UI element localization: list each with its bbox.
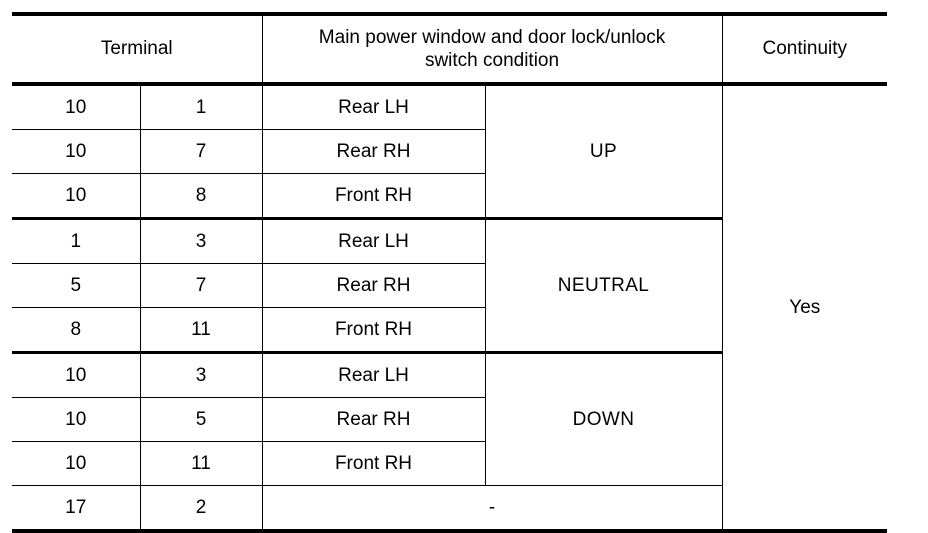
table-header: Terminal Main power window and door lock… [12, 12, 888, 86]
switch-condition-up: UP [484, 83, 723, 219]
header-switch-condition-line2: switch condition [424, 50, 560, 71]
door-value: Rear RH [261, 129, 485, 174]
door-value: Front RH [261, 173, 485, 219]
switch-condition-none: - [261, 485, 723, 533]
terminal-continuity-table: Terminal Main power window and door lock… [12, 12, 888, 533]
door-value: Rear LH [261, 217, 486, 264]
table-row: 5 7 Rear RH [12, 263, 887, 308]
switch-condition-down: DOWN [484, 351, 723, 486]
terminal-b-value: 11 [139, 441, 263, 486]
table-row: 1 3 Rear LH NEUTRAL [12, 217, 887, 353]
terminal-b-value: 5 [139, 397, 263, 442]
terminal-b-value: 8 [139, 173, 263, 219]
terminal-b-value: 7 [139, 129, 263, 174]
terminal-a-value: 10 [12, 83, 141, 130]
terminal-a-value: 10 [12, 129, 141, 174]
header-switch-condition-line1: Main power window and door lock/unlock [318, 26, 666, 48]
terminal-a-value: 10 [12, 397, 141, 442]
header-terminal: Terminal [12, 12, 263, 86]
terminal-a-value: 10 [12, 351, 141, 398]
terminal-b-value: 3 [139, 217, 263, 264]
terminal-a-value: 10 [12, 441, 141, 486]
table-body: 10 1 Rear LH UP Yes 10 7 Rear RH 10 8 Fr… [12, 83, 888, 533]
door-value: Front RH [261, 441, 485, 486]
door-value: Rear RH [261, 397, 485, 442]
terminal-b-value: 7 [139, 263, 263, 308]
header-continuity: Continuity [721, 12, 888, 86]
table-row: 10 11 Front RH [12, 441, 887, 486]
switch-condition-neutral: NEUTRAL [484, 217, 723, 353]
terminal-a-value: 8 [12, 307, 141, 353]
table-row: 8 11 Front RH [12, 307, 887, 353]
continuity-value: Yes [721, 83, 888, 533]
header-row: Terminal Main power window and door lock… [12, 12, 888, 86]
door-value: Rear LH [261, 351, 486, 398]
table-row: 10 1 Rear LH UP Yes [12, 83, 888, 533]
terminal-a-value: 5 [12, 263, 141, 308]
terminal-a-value: 1 [12, 217, 141, 264]
terminal-b-value: 3 [139, 351, 263, 398]
terminal-b-value: 11 [139, 307, 263, 353]
header-switch-condition: Main power window and door lock/unlock s… [261, 12, 723, 86]
terminal-b-value: 1 [139, 83, 263, 130]
door-value: Rear LH [261, 83, 486, 130]
door-value: Rear RH [261, 263, 485, 308]
terminal-b-value: 2 [139, 485, 263, 533]
door-value: Front RH [261, 307, 485, 353]
terminal-a-value: 10 [12, 173, 141, 219]
table-row: 10 3 Rear LH DOWN [12, 351, 887, 486]
terminal-a-value: 17 [12, 485, 141, 533]
